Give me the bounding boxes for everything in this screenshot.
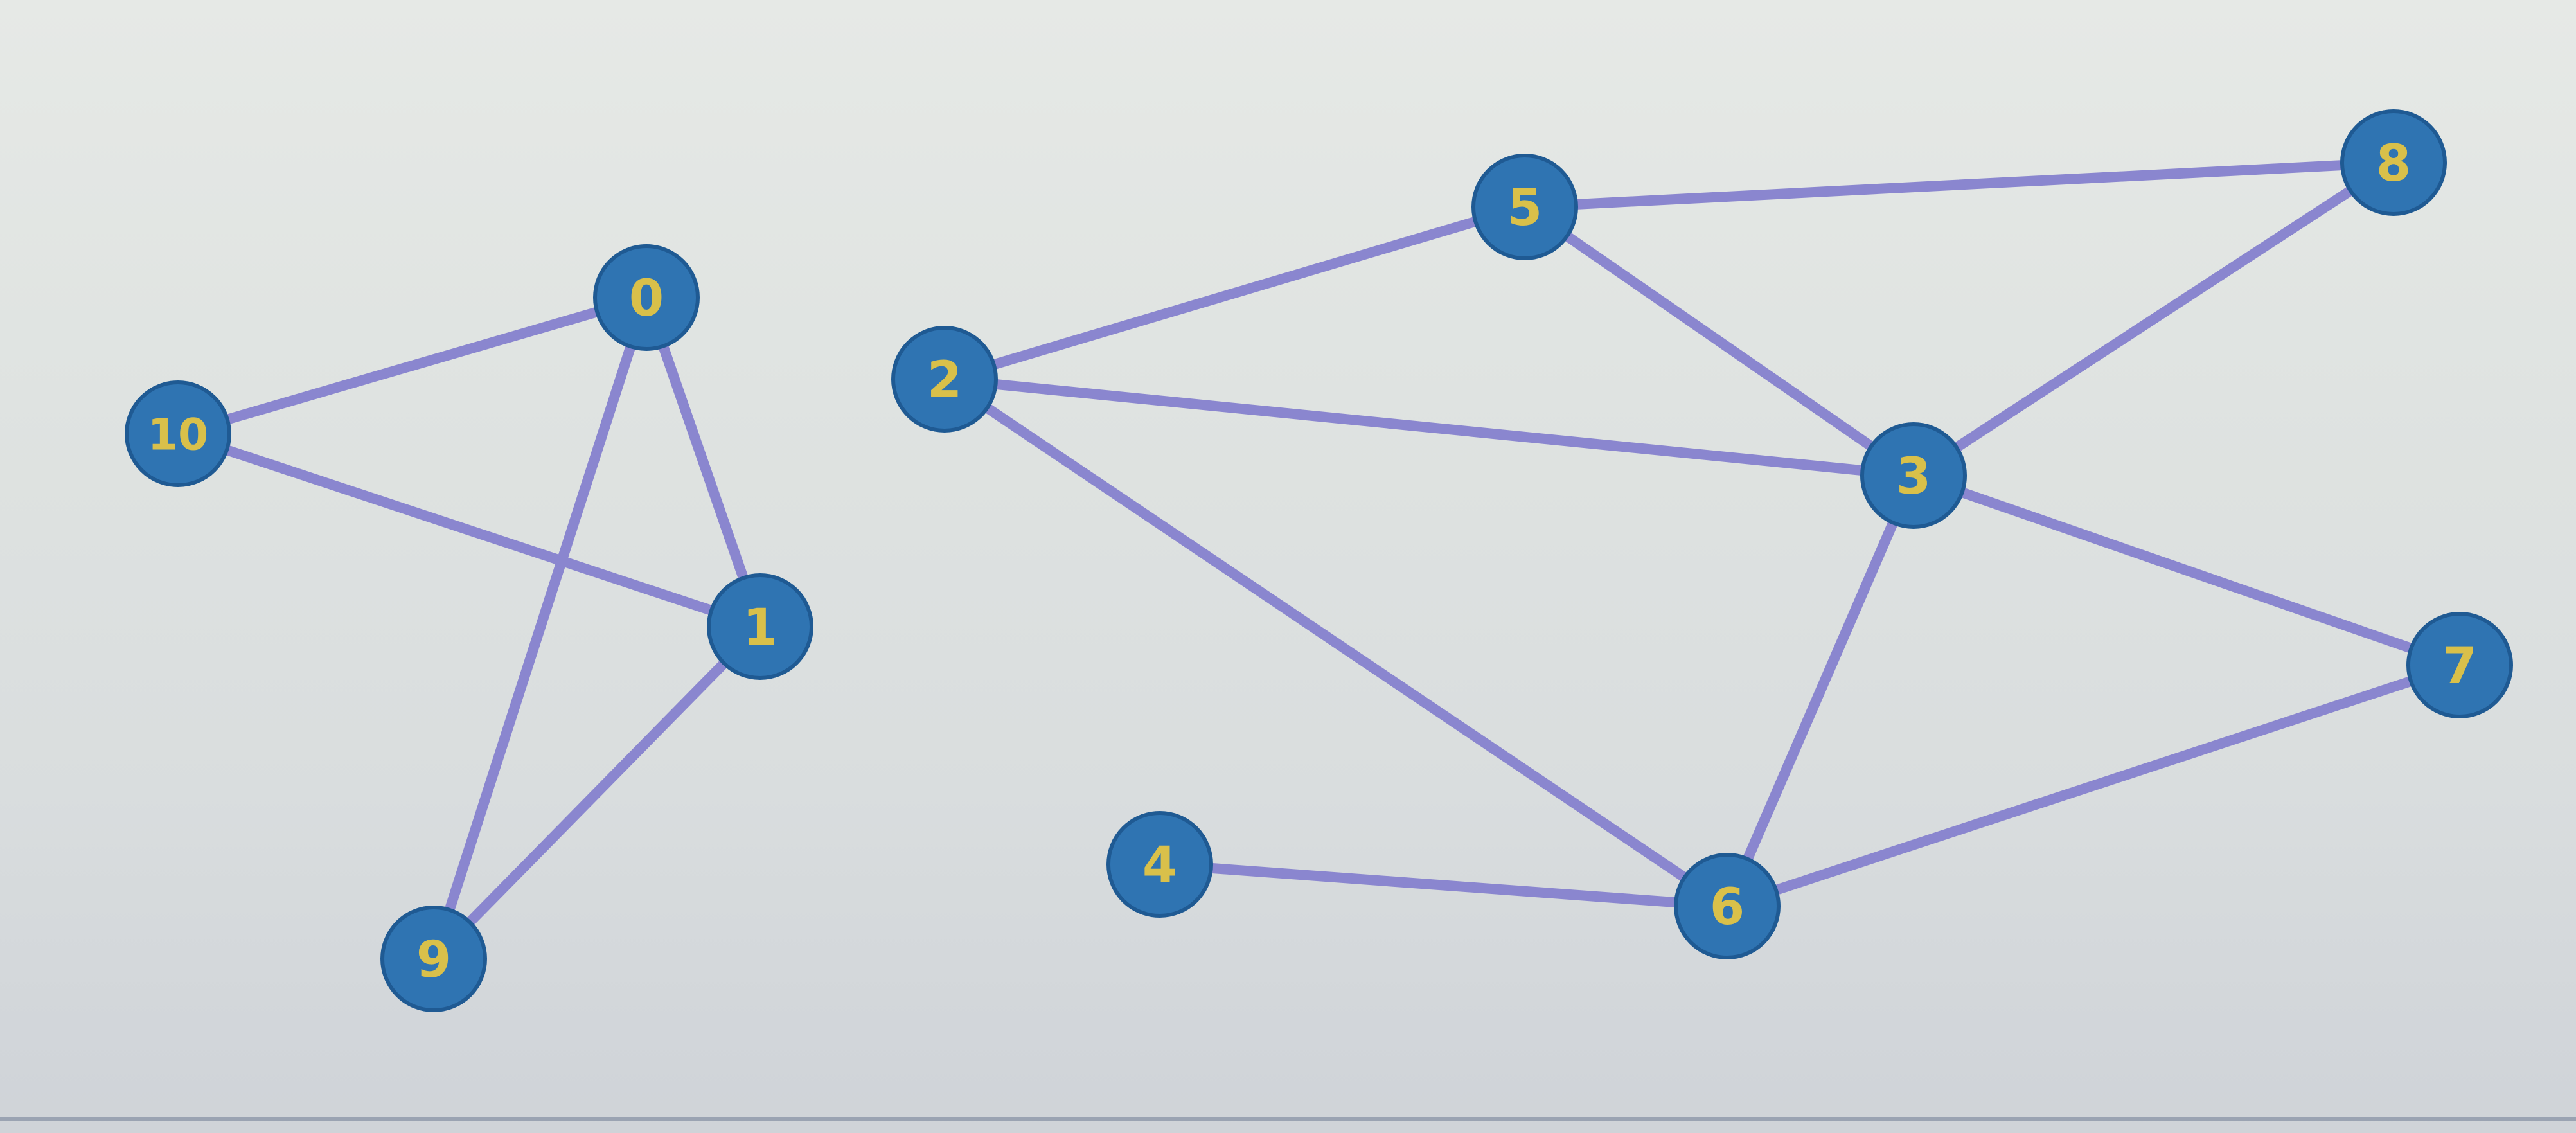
node-circle-0 — [593, 244, 700, 351]
edge-10-1 — [173, 429, 765, 632]
edges-layer — [173, 157, 2465, 964]
edge-6-7 — [1722, 660, 2465, 911]
edge-2-6 — [939, 374, 1732, 911]
edge-3-6 — [1722, 470, 1919, 911]
node-circle-8 — [2340, 109, 2447, 216]
node-0: 0 — [593, 244, 700, 351]
node-circle-6 — [1674, 853, 1781, 959]
node-3: 3 — [1860, 422, 1967, 529]
edge-8-3 — [1908, 157, 2399, 481]
node-label-5: 5 — [1507, 179, 1542, 237]
edge-0-9 — [429, 292, 652, 964]
node-circle-2 — [891, 326, 998, 433]
edge-5-3 — [1520, 202, 1919, 481]
edge-2-3 — [939, 374, 1919, 481]
node-8: 8 — [2340, 109, 2447, 216]
edge-4-6 — [1155, 859, 1732, 911]
node-circle-7 — [2406, 612, 2513, 718]
node-circle-5 — [1471, 154, 1578, 260]
node-label-0: 0 — [629, 270, 664, 328]
node-label-4: 4 — [1142, 837, 1177, 895]
edge-5-8 — [1520, 157, 2399, 212]
node-label-2: 2 — [927, 352, 962, 409]
edge-3-7 — [1908, 470, 2465, 670]
edge-2-5 — [939, 202, 1530, 384]
node-label-10: 10 — [148, 410, 209, 461]
node-6: 6 — [1674, 853, 1781, 959]
node-label-9: 9 — [416, 931, 451, 989]
node-label-7: 7 — [2442, 638, 2477, 695]
edge-0-1 — [641, 292, 765, 632]
node-label-1: 1 — [743, 599, 777, 657]
node-label-6: 6 — [1710, 879, 1745, 936]
edge-0-10 — [173, 292, 652, 439]
node-5: 5 — [1471, 154, 1578, 260]
node-2: 2 — [891, 326, 998, 433]
node-9: 9 — [380, 906, 487, 1012]
nodes-layer: 0 1 2 3 4 5 6 7 8 9 10 — [125, 109, 2513, 1012]
node-4: 4 — [1106, 811, 1213, 918]
node-7: 7 — [2406, 612, 2513, 718]
node-circle-1 — [707, 573, 813, 680]
node-10: 10 — [125, 380, 231, 487]
bottom-divider — [0, 1117, 2576, 1121]
node-circle-9 — [380, 906, 487, 1012]
node-circle-10 — [125, 380, 231, 487]
node-label-3: 3 — [1896, 448, 1931, 506]
node-label-8: 8 — [2376, 135, 2411, 193]
node-1: 1 — [707, 573, 813, 680]
node-circle-4 — [1106, 811, 1213, 918]
node-circle-3 — [1860, 422, 1967, 529]
edge-1-9 — [429, 621, 765, 964]
